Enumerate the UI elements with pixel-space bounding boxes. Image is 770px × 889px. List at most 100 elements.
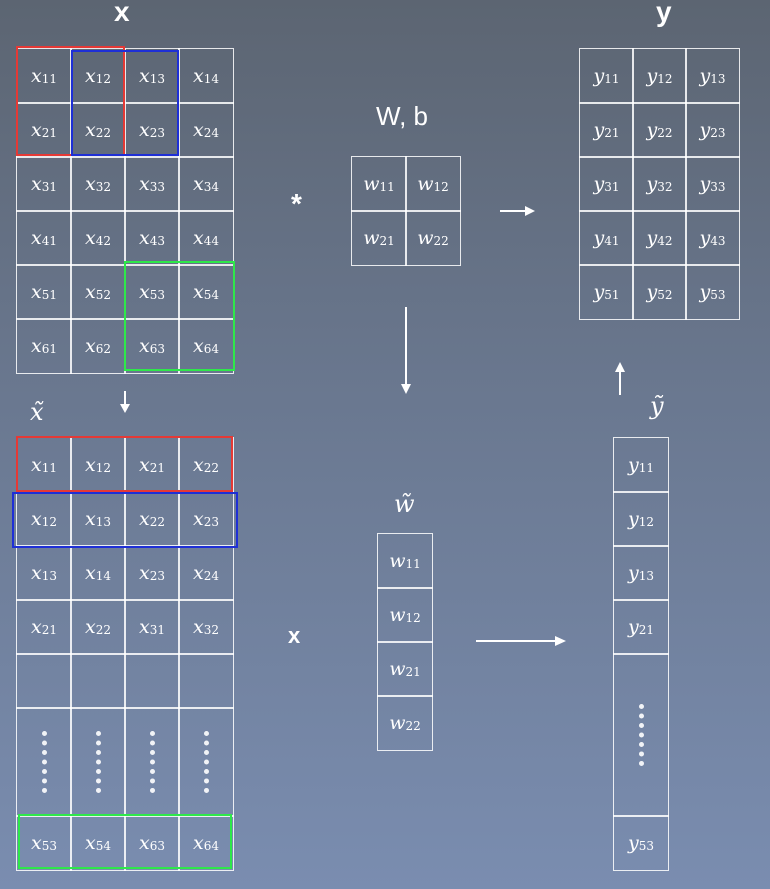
- cell-symbol: x: [85, 454, 96, 476]
- cell-subscript: 51: [41, 288, 57, 302]
- cell-subscript: 63: [149, 342, 165, 356]
- multiplication-operator: x: [288, 623, 301, 648]
- cell-symbol: x: [193, 119, 204, 141]
- cell-subscript: 52: [657, 288, 673, 302]
- cell-subscript: 21: [405, 665, 421, 679]
- xt-cell: [16, 653, 72, 709]
- cell-subscript: 54: [95, 839, 111, 853]
- cell-subscript: 12: [95, 461, 111, 475]
- cell-symbol: y: [699, 65, 711, 87]
- cell-symbol: y: [593, 281, 605, 303]
- cell-subscript: 21: [379, 234, 395, 248]
- y-matrix-title: y: [656, 0, 672, 27]
- cell-symbol: x: [139, 454, 150, 476]
- cell-subscript: 63: [149, 839, 165, 853]
- cell-symbol: x: [193, 508, 204, 530]
- cell-subscript: 21: [149, 461, 165, 475]
- ellipsis-dots: [41, 731, 47, 793]
- cell-symbol: x: [31, 616, 42, 638]
- cell-symbol: x: [31, 508, 42, 530]
- cell-symbol: x: [85, 508, 96, 530]
- cell-symbol: x: [85, 173, 96, 195]
- cell-subscript: 42: [95, 234, 111, 248]
- cell-symbol: y: [593, 173, 605, 195]
- cell-symbol: w: [389, 712, 406, 734]
- cell-symbol: x: [85, 562, 96, 584]
- cell-subscript: 14: [203, 72, 219, 86]
- cell-subscript: 11: [405, 557, 421, 571]
- cell-symbol: w: [389, 658, 406, 680]
- cell-symbol: x: [193, 65, 204, 87]
- cell-symbol: x: [139, 173, 150, 195]
- x-tilde-label: x̃: [30, 398, 44, 426]
- cell-subscript: 53: [149, 288, 165, 302]
- cell-symbol: x: [85, 119, 96, 141]
- cell-symbol: x: [193, 227, 204, 249]
- cell-subscript: 24: [203, 569, 219, 583]
- cell-symbol: y: [699, 173, 711, 195]
- cell-symbol: w: [417, 227, 434, 249]
- cell-subscript: 22: [95, 623, 111, 637]
- cell-subscript: 12: [433, 180, 449, 194]
- cell-subscript: 64: [203, 342, 219, 356]
- cell-symbol: x: [139, 832, 150, 854]
- xt-cell: [16, 707, 72, 817]
- cell-symbol: x: [193, 832, 204, 854]
- cell-subscript: 34: [203, 180, 219, 194]
- cell-subscript: 44: [203, 234, 219, 248]
- cell-symbol: x: [193, 562, 204, 584]
- cell-subscript: 64: [203, 839, 219, 853]
- cell-symbol: y: [646, 281, 658, 303]
- cell-subscript: 13: [638, 569, 654, 583]
- cell-subscript: 51: [604, 288, 620, 302]
- cell-symbol: y: [627, 832, 639, 854]
- cell-subscript: 22: [433, 234, 449, 248]
- cell-subscript: 21: [41, 623, 57, 637]
- cell-symbol: x: [31, 832, 42, 854]
- cell-subscript: 52: [95, 288, 111, 302]
- cell-subscript: 31: [604, 180, 620, 194]
- cell-symbol: x: [139, 119, 150, 141]
- cell-symbol: y: [627, 616, 639, 638]
- cell-subscript: 12: [405, 611, 421, 625]
- cell-symbol: y: [646, 173, 658, 195]
- xt-cell: [70, 653, 126, 709]
- cell-subscript: 43: [710, 234, 726, 248]
- cell-symbol: y: [627, 454, 639, 476]
- cell-symbol: y: [699, 227, 711, 249]
- cell-subscript: 11: [604, 72, 620, 86]
- cell-symbol: x: [85, 227, 96, 249]
- cell-subscript: 32: [203, 623, 219, 637]
- cell-subscript: 62: [95, 342, 111, 356]
- xt-cell: [70, 707, 126, 817]
- cell-subscript: 23: [149, 126, 165, 140]
